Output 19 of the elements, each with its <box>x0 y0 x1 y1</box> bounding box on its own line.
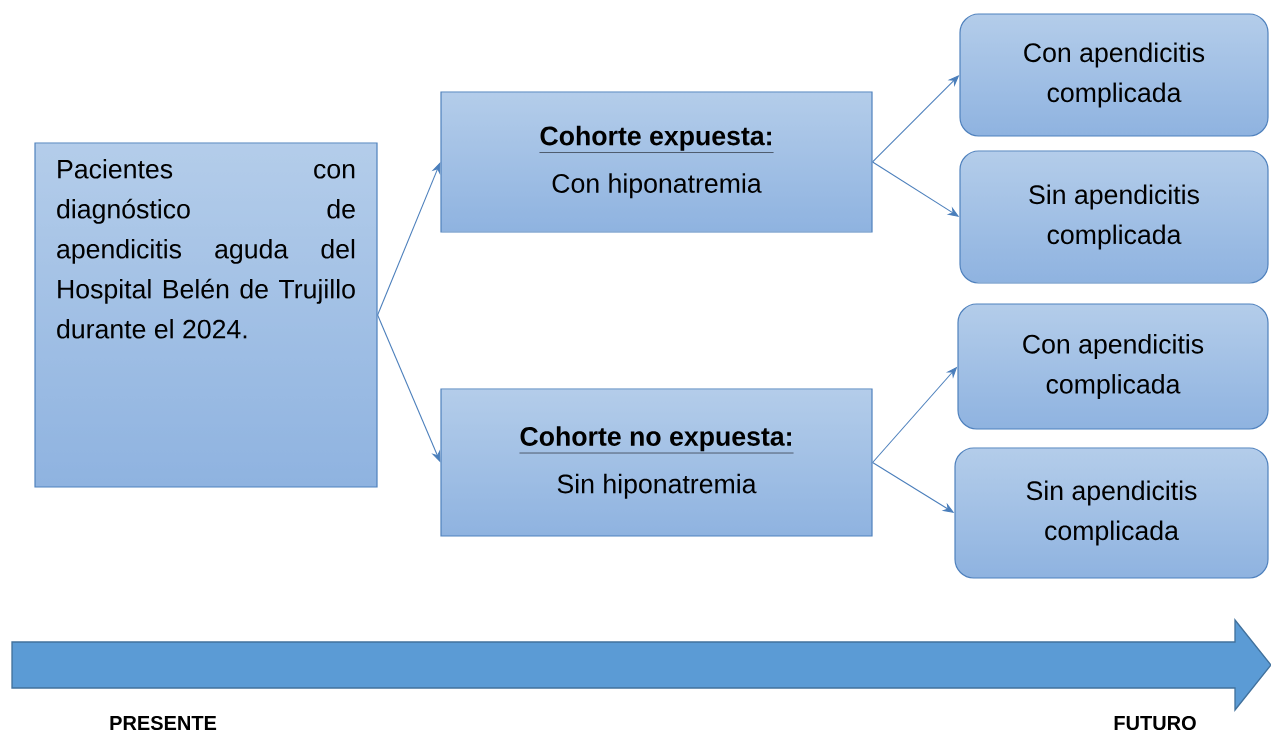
cohort-text: Con hiponatremia <box>552 173 762 199</box>
outcome-box <box>954 447 1269 579</box>
timeline-label: PRESENTE <box>110 715 217 731</box>
outcome-box <box>957 303 1269 430</box>
timeline-label: FUTURO <box>1114 715 1196 731</box>
outcome-box <box>959 13 1269 137</box>
outcome-text: Sin apendicitis complicada <box>1029 184 1199 250</box>
outcome-box <box>959 150 1269 284</box>
population-box <box>34 142 378 488</box>
cohort-heading: Cohorte no expuesta: <box>519 426 794 454</box>
outcome-text: Con apendicitis complicada <box>1023 334 1204 399</box>
arrow <box>377 162 441 316</box>
description-text: Pacientes con diagnóstico de apendicitis aguda del Hospital Belén de Trujillo durante el 2024. <box>57 159 355 339</box>
cohort-box <box>440 91 873 233</box>
outcome-text: Sin apendicitis complicada <box>1026 480 1197 546</box>
outcome-text: Con apendicitis complicada <box>1024 42 1205 108</box>
cohort-text: Sin hiponatremia <box>557 473 757 499</box>
cohort-box <box>440 388 873 537</box>
cohort-heading: Cohorte expuesta: <box>539 125 774 153</box>
